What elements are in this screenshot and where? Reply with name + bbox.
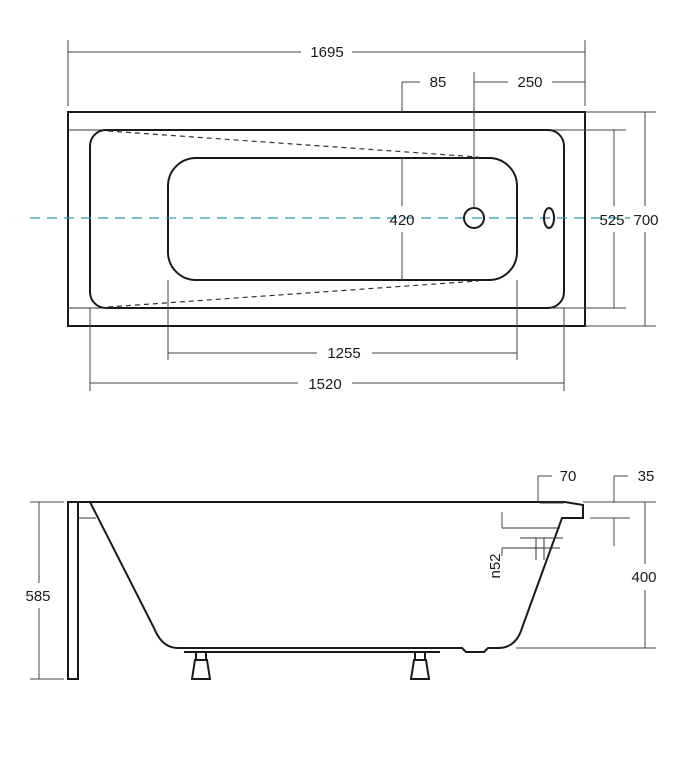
dim-total-height-label: 585 <box>25 588 50 605</box>
overflow-detail <box>502 527 563 560</box>
slope-line-top <box>107 130 479 158</box>
dim-depth: 400 <box>516 501 657 649</box>
basin-outline <box>167 157 518 281</box>
dim-rim-inner-length: 1520 <box>89 308 565 393</box>
dim-drain-offset-label: 85 <box>430 74 447 91</box>
dim-overall-length: 1695 <box>67 40 586 106</box>
support-leg-right <box>409 651 431 680</box>
dim-drain-to-end-label: 250 <box>517 74 542 91</box>
support-leg-left <box>190 651 212 680</box>
tub-body-profile <box>78 501 584 653</box>
dim-rim-offset: 70 <box>537 468 577 502</box>
dim-inner-width-label: 420 <box>389 212 414 229</box>
dim-total-height: 585 <box>25 501 64 680</box>
top-view: 1695 85 250 420 525 <box>30 40 659 393</box>
dim-rim-inner-width-label: 525 <box>599 212 624 229</box>
slope-line-bottom <box>107 280 479 308</box>
dim-inner-width: 420 <box>389 158 415 280</box>
dim-drain-offset: 85 <box>401 74 447 112</box>
dim-drain-height: n52 <box>487 512 504 579</box>
dim-overall-length-label: 1695 <box>310 44 343 61</box>
dim-drain-height-label: n52 <box>487 553 504 578</box>
tub-outer-outline <box>67 111 586 327</box>
dim-ledge-label: 35 <box>638 468 655 485</box>
dim-overall-width: 700 <box>585 111 659 327</box>
dim-rim-inner-length-label: 1520 <box>308 376 341 393</box>
front-panel <box>67 501 79 680</box>
dim-ledge: 35 <box>613 468 655 502</box>
dim-overall-width-label: 700 <box>633 212 658 229</box>
overflow-icon <box>543 207 555 229</box>
dim-inner-length: 1255 <box>167 280 518 362</box>
dim-depth-label: 400 <box>631 569 656 586</box>
dim-rim-offset-label: 70 <box>560 468 577 485</box>
dim-drain-to-end: 250 <box>473 72 585 208</box>
rim-inner-outline <box>89 129 565 309</box>
dim-inner-length-label: 1255 <box>327 345 360 362</box>
dim-rim-inner-width: 525 <box>564 129 626 309</box>
side-view: 70 35 n52 400 <box>25 468 657 680</box>
